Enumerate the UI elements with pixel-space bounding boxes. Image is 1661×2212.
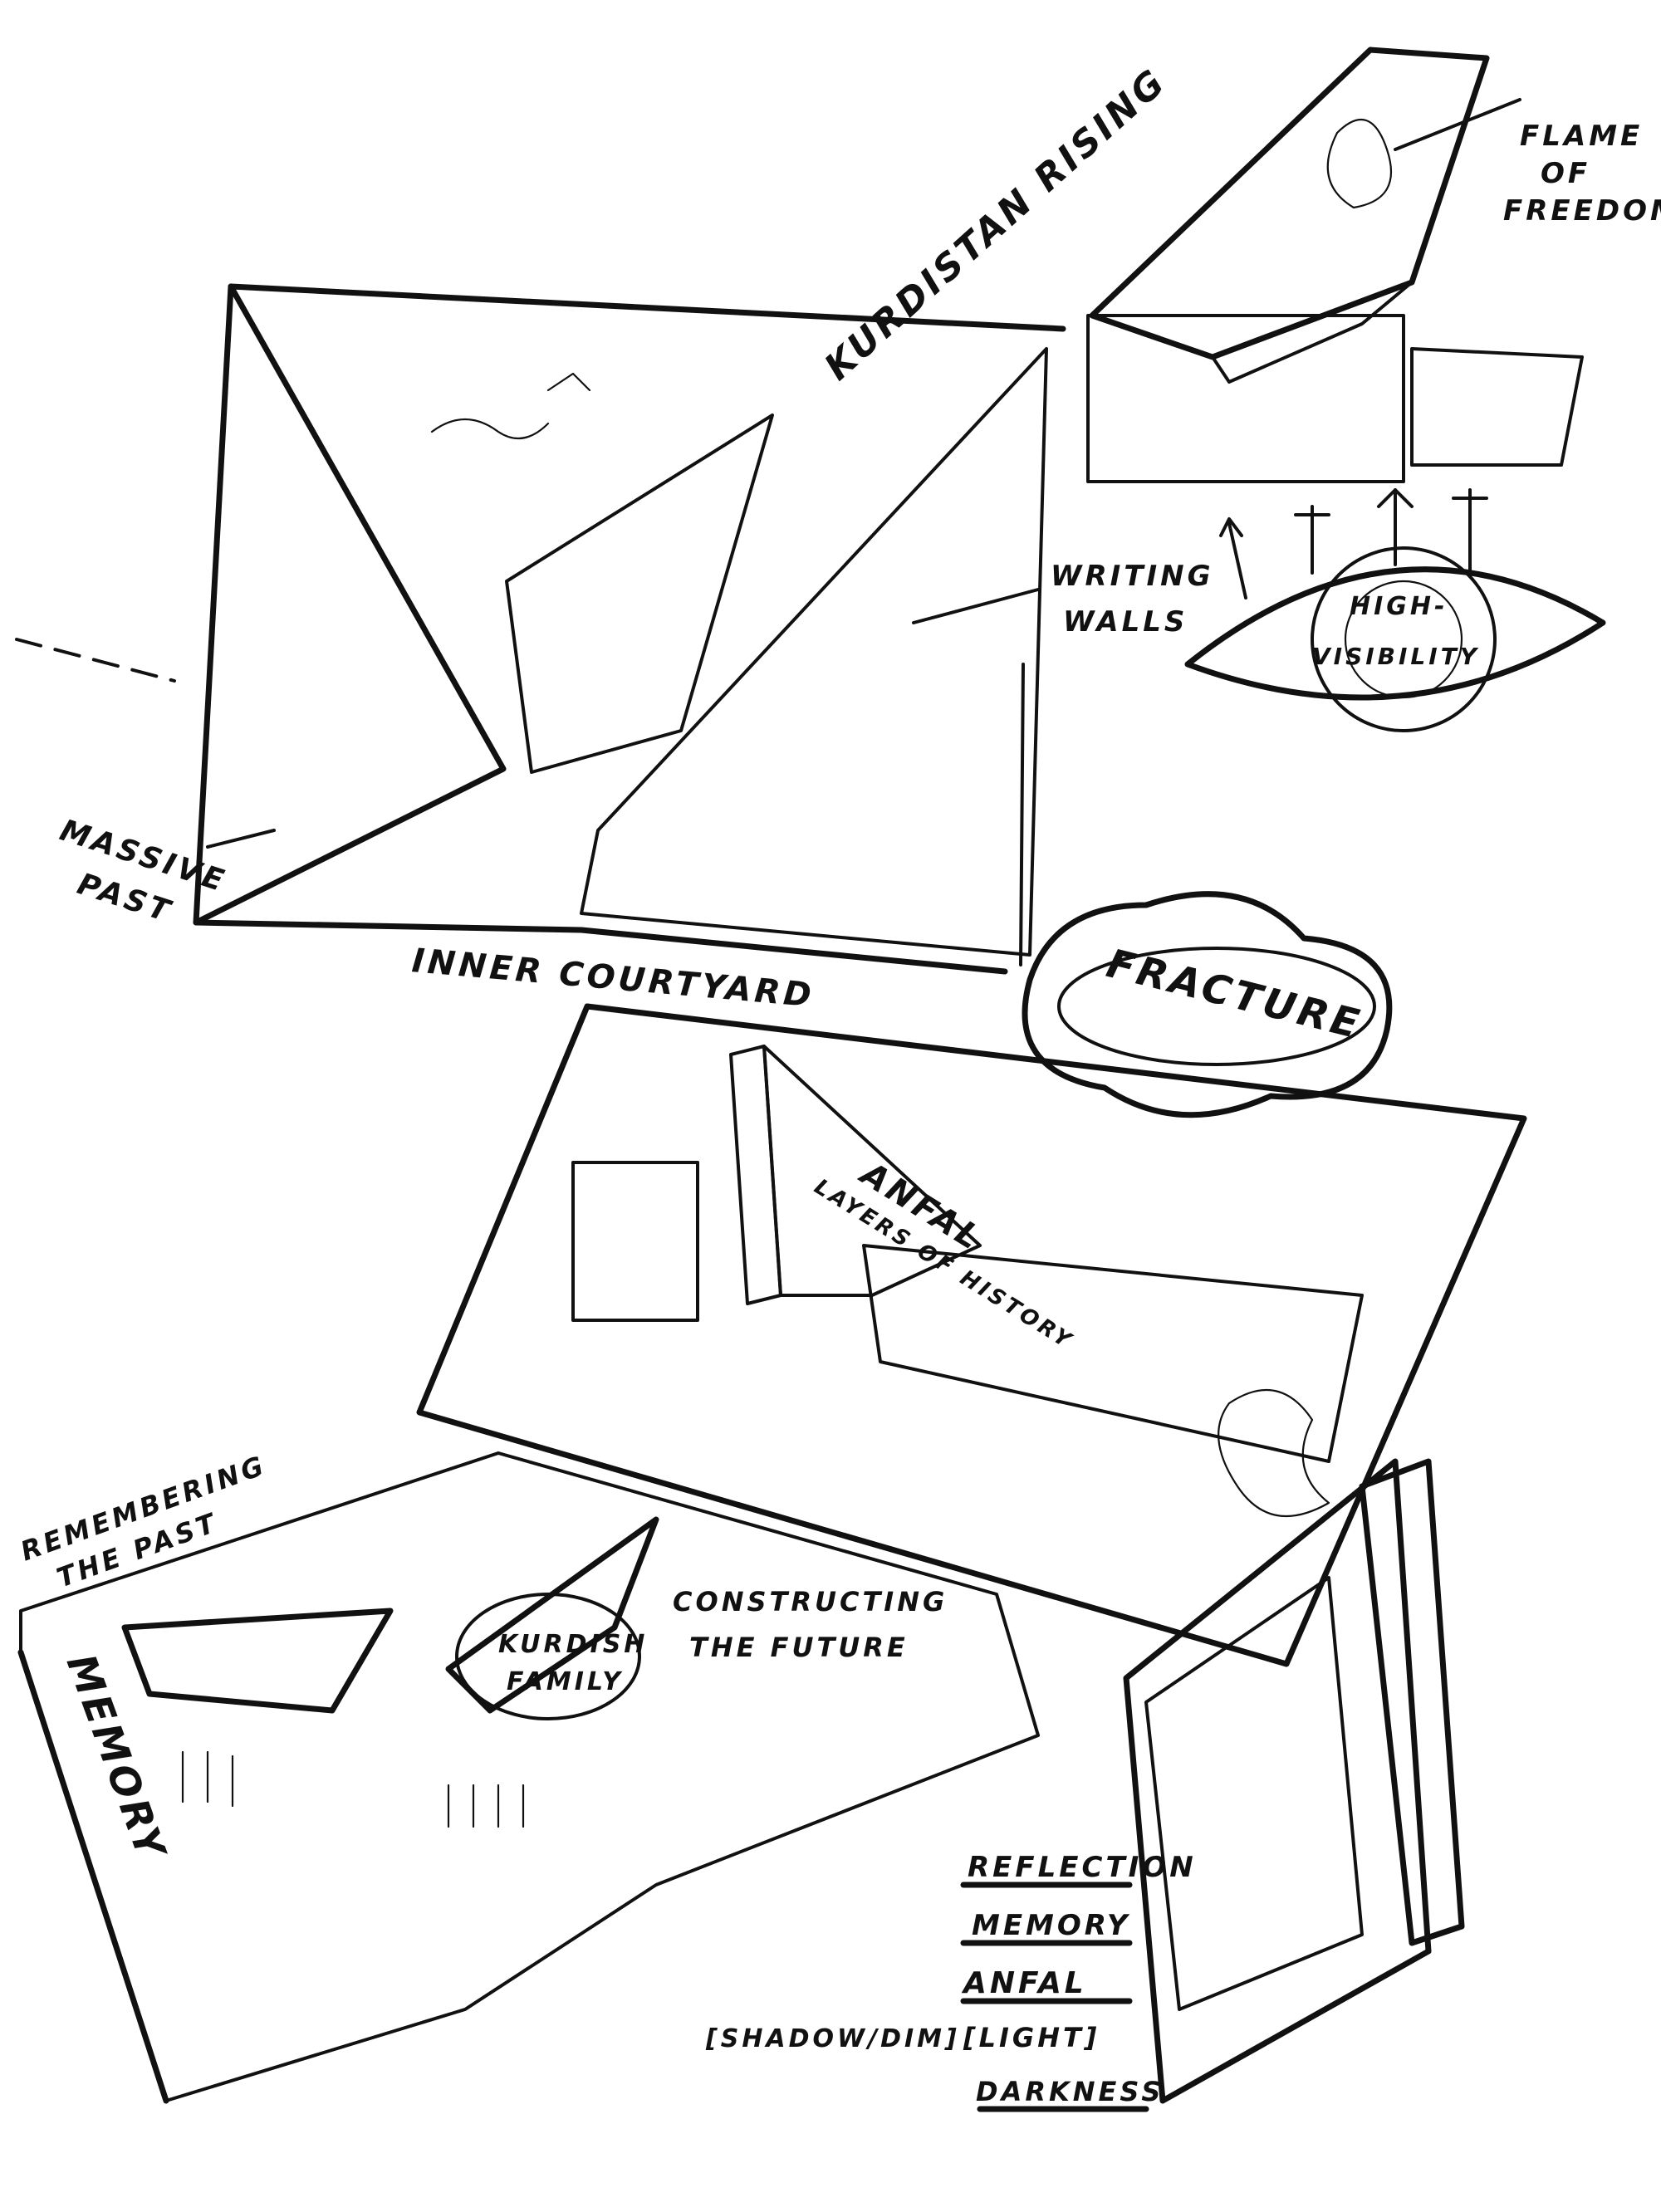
flame-arrow <box>1394 98 1521 151</box>
cantilever-underside <box>1211 281 1414 384</box>
kurdish-family-bubble <box>455 1593 641 1720</box>
label-line: OF <box>1541 157 1590 190</box>
legend: REFLECTION MEMORY ANFAL [SHADOW/DIM] [LI… <box>705 1851 1197 2107</box>
fracture-bubble <box>1057 947 1376 1066</box>
label-writing-walls: WRITING WALLS <box>1051 560 1214 639</box>
label-kurdistan-rising: KURDISTAN RISING <box>816 60 1175 389</box>
legend-shadow-dim: [SHADOW/DIM] <box>705 2024 960 2053</box>
flame-cantilever <box>1089 46 1490 360</box>
slab-edge <box>17 1649 169 2104</box>
legend-darkness: DARKNESS <box>976 2076 1164 2107</box>
flame-figure <box>1326 119 1393 209</box>
panel-window <box>571 1161 699 1322</box>
visibility-arrows <box>1219 488 1488 599</box>
angled-panel <box>505 414 774 774</box>
label-visibility: VISIBILITY <box>1312 643 1480 670</box>
legend-light: [LIGHT] <box>963 2022 1100 2053</box>
courtyard-ground <box>193 919 1008 975</box>
writing-wall <box>580 347 1048 957</box>
anfal-panel-sketch <box>416 1003 1527 1667</box>
figure-scribble <box>1218 1388 1330 1518</box>
slab-figures <box>181 1750 525 1828</box>
label-kurdish: KURDISH <box>498 1630 648 1659</box>
label-constructing-the-future: CONSTRUCTING THE FUTURE <box>673 1586 948 1663</box>
flame-building-sketch <box>1086 46 1584 483</box>
horizon-line <box>15 638 176 683</box>
base-block <box>1086 314 1405 483</box>
birds-sketch <box>430 372 591 440</box>
writing-walls-arrow <box>912 588 1040 624</box>
reflection-column <box>1359 1458 1465 1946</box>
memory-slab-sketch <box>17 1451 1040 2104</box>
label-fracture: FRACTURE <box>1102 940 1366 1048</box>
reflection-panel-sketch <box>960 1458 1465 2112</box>
reflection-interior <box>1144 1576 1364 2011</box>
massive-past-wedge <box>193 283 507 926</box>
wall-edge <box>1019 663 1025 967</box>
label-line: CONSTRUCTING <box>673 1586 948 1617</box>
label-line: FLAME <box>1520 120 1643 153</box>
label-line: THE FUTURE <box>689 1632 909 1663</box>
eye-outline <box>1184 566 1606 701</box>
eye-pupil <box>1344 580 1463 699</box>
massive-past-arrow <box>206 829 276 849</box>
label-line: WRITING <box>1051 560 1214 593</box>
side-wing <box>1410 347 1584 467</box>
label-line: FREEDOM <box>1503 194 1661 228</box>
roof-line <box>228 283 1066 332</box>
eye-iris <box>1311 546 1497 732</box>
label-memory-vertical: MEMORY <box>57 1648 175 1867</box>
label-flame-of-freedom: FLAME OF FREEDOM <box>1503 120 1661 228</box>
label-inner-courtyard: INNER COURTYARD <box>410 942 816 1015</box>
reflection-panel <box>1123 1458 1432 2104</box>
legend-memory: MEMORY <box>972 1909 1130 1942</box>
courtyard-sketch <box>15 283 1066 975</box>
label-high: HIGH- <box>1350 592 1448 621</box>
remembering-wedge <box>121 1608 394 1714</box>
legend-underlines <box>960 1882 1149 2112</box>
label-anfal-layers: ANFAL LAYERS OF HISTORY <box>810 1153 1077 1354</box>
label-line: WALLS <box>1063 605 1188 639</box>
layers-wall <box>862 1244 1364 1463</box>
anfal-panel-frame <box>416 1003 1527 1667</box>
legend-reflection: REFLECTION <box>968 1851 1197 1884</box>
label-family: FAMILY <box>507 1667 624 1696</box>
eye-sketch <box>1184 488 1606 732</box>
label-remembering-the-past: REMEMBERING THE PAST <box>17 1449 271 1593</box>
legend-anfal: ANFAL <box>961 1966 1087 2000</box>
fracture-cloud <box>1022 891 1393 1118</box>
